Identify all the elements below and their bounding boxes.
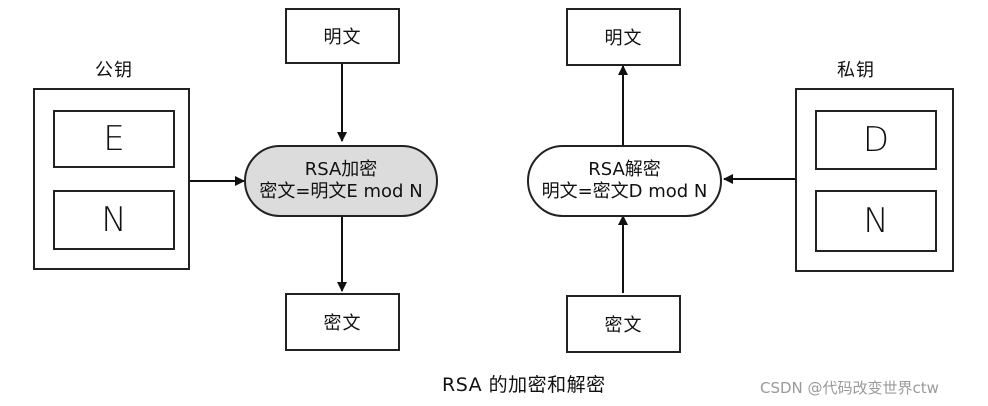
encrypt-ciphertext-box: 密文 xyxy=(285,293,400,351)
public-key-e-label: E xyxy=(103,119,125,159)
encrypt-plaintext-box: 明文 xyxy=(285,8,400,64)
rsa-decrypt-formula: 明文=密文D mod N xyxy=(541,181,708,202)
csdn-watermark: CSDN @代码改变世界ctw xyxy=(760,379,939,397)
decrypt-ciphertext-box: 密文 xyxy=(566,295,681,353)
rsa-encrypt-process: RSA加密 密文=明文E mod N xyxy=(244,145,438,217)
decrypt-ciphertext-label: 密文 xyxy=(604,315,643,336)
private-key-d-box: D xyxy=(815,110,937,170)
private-key-n-box: N xyxy=(815,190,937,252)
encrypt-ciphertext-label: 密文 xyxy=(323,313,362,334)
rsa-encrypt-title: RSA加密 xyxy=(304,158,378,180)
public-key-n-box: N xyxy=(53,190,175,250)
rsa-encrypt-formula: 密文=明文E mod N xyxy=(259,181,423,202)
public-key-title: 公钥 xyxy=(95,60,133,81)
private-key-n-label: N xyxy=(863,201,889,241)
encrypt-plaintext-label: 明文 xyxy=(323,27,362,48)
public-key-e-box: E xyxy=(53,110,175,168)
private-key-title: 私钥 xyxy=(837,60,875,81)
decrypt-plaintext-box: 明文 xyxy=(566,8,681,66)
private-key-d-label: D xyxy=(862,120,890,160)
decrypt-plaintext-label: 明文 xyxy=(604,28,643,49)
diagram-caption: RSA 的加密和解密 xyxy=(442,374,606,396)
rsa-decrypt-title: RSA解密 xyxy=(588,158,661,180)
rsa-decrypt-process: RSA解密 明文=密文D mod N xyxy=(527,145,722,217)
public-key-n-label: N xyxy=(101,200,127,240)
